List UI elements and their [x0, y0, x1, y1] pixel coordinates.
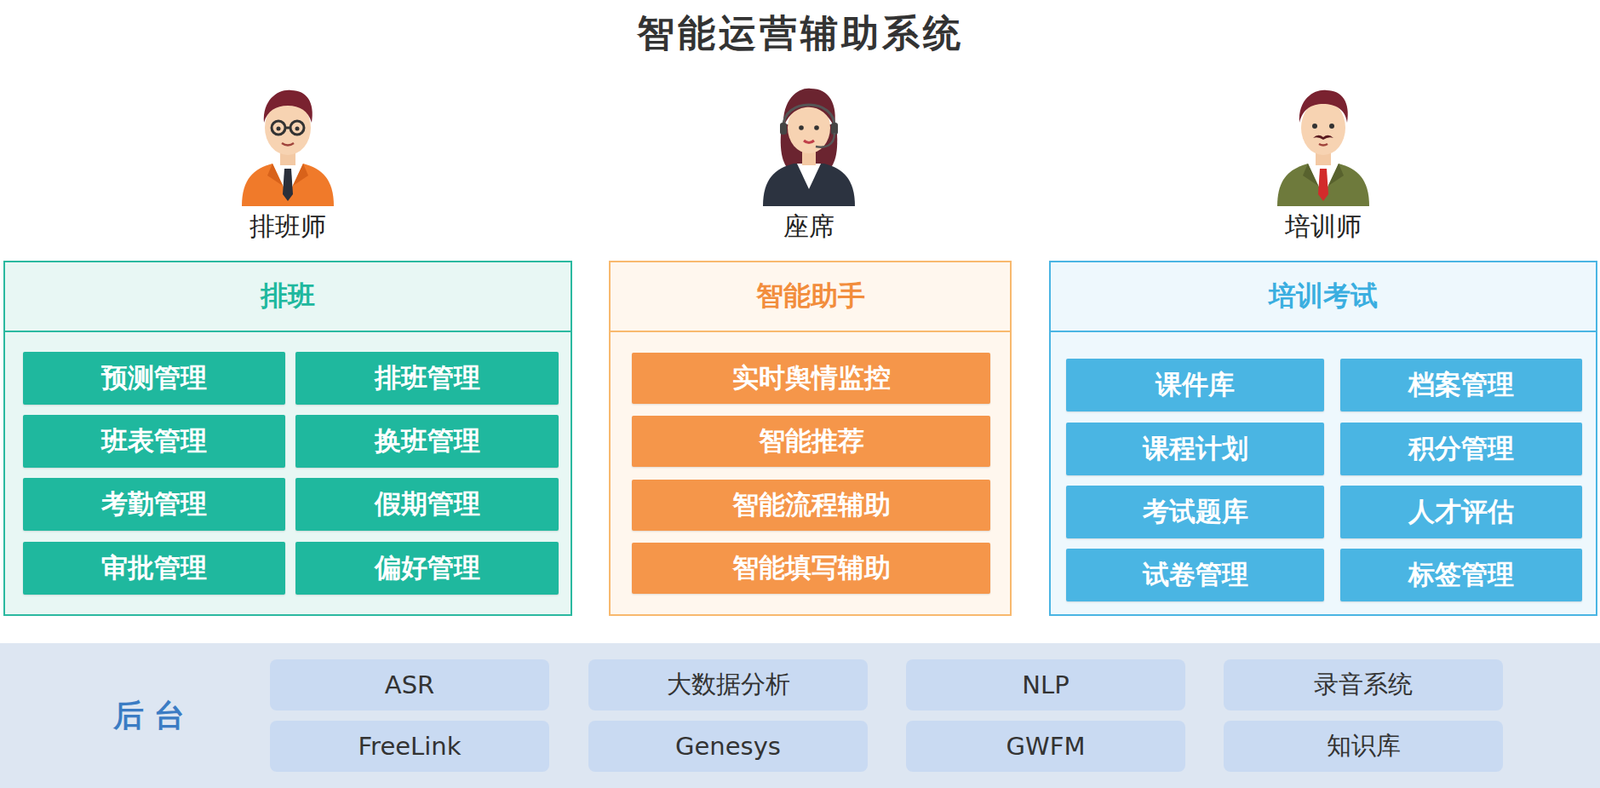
trainer-figure [1277, 90, 1370, 207]
module-panel: 排班预测管理 排班管理班表管理 换班管理考勤管理 假期管理审批管理 偏好管理 [3, 260, 573, 616]
feature-box: 试卷管理 [1066, 548, 1325, 602]
backend-band: 后 台 ASR 大数据分析 NLP 录音系统 FreeLink Genesys GWFM 知识库 [0, 642, 1600, 788]
feature-label: 智能流程辅助 [732, 487, 891, 523]
feature-label: 假期管理 [374, 486, 481, 522]
module-panel: 培训考试课件库 档案管理课程计划 积分管理考试题库 人才评估试卷管理 标签管理 [1049, 260, 1598, 616]
backend-item-label: 知识库 [1326, 728, 1401, 763]
feature-label: 人才评估 [1408, 493, 1514, 530]
feature-box: 预测管理 [22, 351, 286, 405]
backend-item-label: NLP [1021, 670, 1069, 700]
feature-label: 积分管理 [1408, 430, 1514, 467]
feature-label: 课件库 [1155, 367, 1235, 403]
module-panel: 智能助手实时舆情监控智能推荐智能流程辅助智能填写辅助 [608, 260, 1012, 616]
feature-box: 审批管理 [22, 541, 286, 595]
feature-box: 智能填写辅助 [631, 542, 991, 594]
feature-box: 标签管理 [1340, 548, 1583, 602]
feature-box: 课件库 [1066, 358, 1325, 412]
role-label: 排班师 [185, 209, 390, 245]
feature-label: 课程计划 [1142, 430, 1249, 467]
feature-label: 排班管理 [374, 360, 481, 396]
panel-heading: 培训考试 [1050, 262, 1596, 333]
panel-heading: 排班 [5, 262, 571, 333]
feature-box: 考勤管理 [22, 477, 286, 531]
feature-box: 智能流程辅助 [631, 479, 991, 531]
feature-label: 实时舆情监控 [732, 360, 891, 396]
role-label: 座席 [706, 209, 912, 245]
scheduler-figure [241, 90, 334, 207]
backend-item-label: 大数据分析 [666, 667, 791, 702]
feature-box: 实时舆情监控 [631, 352, 991, 404]
feature-label: 审批管理 [101, 550, 207, 586]
feature-box: FreeLink [269, 720, 550, 772]
feature-label: 换班管理 [374, 423, 481, 459]
band-heading: 后 台 [51, 642, 247, 788]
feature-box: 偏好管理 [295, 541, 559, 595]
feature-box: 换班管理 [295, 414, 559, 468]
feature-box: Genesys [588, 720, 868, 772]
feature-label: 预测管理 [101, 360, 207, 396]
backend-item-label: GWFM [1006, 731, 1086, 761]
panel-heading: 智能助手 [610, 262, 1010, 333]
diagram-title: 智能运营辅助系统 [0, 8, 1600, 59]
feature-box: 大数据分析 [588, 659, 868, 711]
feature-label: 考试题库 [1142, 493, 1249, 530]
feature-box: 排班管理 [295, 351, 559, 405]
backend-item-label: 录音系统 [1313, 667, 1413, 702]
feature-label: 档案管理 [1408, 367, 1514, 403]
agent-figure [762, 88, 855, 207]
feature-box: 积分管理 [1340, 422, 1583, 476]
feature-label: 智能填写辅助 [732, 550, 891, 586]
role-label: 培训师 [1221, 209, 1426, 245]
backend-item-label: ASR [384, 670, 435, 700]
feature-label: 班表管理 [101, 423, 207, 459]
feature-label: 考勤管理 [101, 486, 207, 522]
feature-box: 假期管理 [295, 477, 559, 531]
feature-box: 档案管理 [1340, 358, 1583, 412]
backend-item-label: FreeLink [358, 731, 462, 761]
feature-box: 考试题库 [1066, 485, 1325, 539]
feature-box: NLP [906, 659, 1186, 711]
feature-box: ASR [269, 659, 550, 711]
feature-label: 试卷管理 [1142, 556, 1249, 593]
feature-box: 知识库 [1223, 720, 1503, 772]
feature-box: GWFM [906, 720, 1186, 772]
feature-label: 偏好管理 [374, 550, 481, 586]
feature-label: 标签管理 [1408, 556, 1514, 593]
feature-box: 班表管理 [22, 414, 286, 468]
feature-box: 人才评估 [1340, 485, 1583, 539]
feature-box: 录音系统 [1223, 659, 1503, 711]
feature-label: 智能推荐 [758, 423, 865, 459]
backend-item-label: Genesys [675, 731, 781, 761]
feature-box: 课程计划 [1066, 422, 1325, 476]
feature-box: 智能推荐 [631, 415, 991, 467]
